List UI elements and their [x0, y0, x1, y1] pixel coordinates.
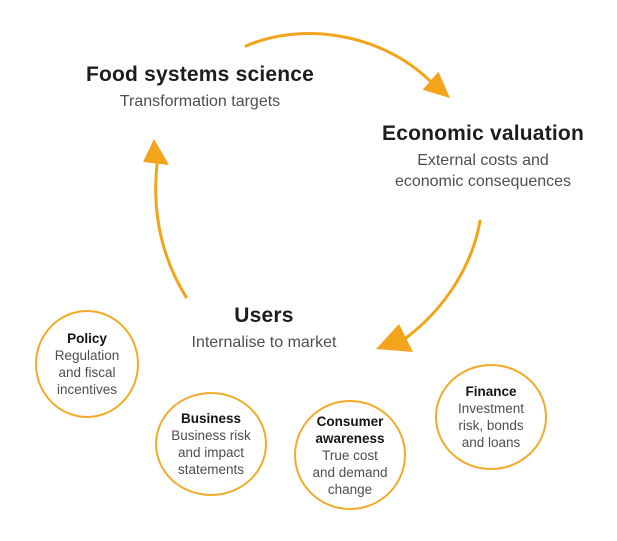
food-systems-science-subtitle: Transformation targets [119, 93, 281, 110]
consumer-awareness-title: Consumer awareness [315, 413, 385, 446]
node-economic-valuation: Economic valuation External costs and ec… [353, 121, 613, 192]
food-systems-science-title: Food systems science [85, 63, 315, 86]
circle-business: Business Business risk and impact statem… [155, 392, 267, 496]
arrow-users-to-food [154, 162, 188, 299]
node-food-systems-science: Food systems science Transformation targ… [56, 62, 344, 112]
finance-body: Investment risk, bonds and loans [457, 401, 525, 450]
economic-valuation-title: Economic valuation [382, 122, 584, 145]
users-subtitle: Internalise to market [191, 334, 337, 351]
business-title: Business [180, 411, 242, 426]
circle-policy: Policy Regulation and fiscal incentives [35, 310, 139, 418]
finance-title: Finance [465, 384, 517, 399]
arrowhead-users-to-food-icon [143, 139, 169, 165]
arrow-economic-to-users [404, 219, 482, 340]
circle-finance: Finance Investment risk, bonds and loans [435, 364, 547, 470]
node-users: Users Internalise to market [144, 303, 384, 353]
users-title: Users [234, 304, 294, 327]
arrowhead-economic-to-users-icon [376, 324, 413, 352]
economic-valuation-subtitle: External costs and economic consequences [394, 152, 572, 190]
arrow-food-to-economic [244, 32, 432, 83]
policy-title: Policy [67, 331, 107, 346]
business-body: Business risk and impact statements [171, 428, 251, 477]
policy-body: Regulation and fiscal incentives [54, 348, 120, 397]
arrowhead-food-to-economic-icon [422, 71, 450, 98]
consumer-awareness-body: True cost and demand change [312, 447, 388, 497]
circle-consumer-awareness: Consumer awareness True cost and demand … [294, 400, 406, 510]
